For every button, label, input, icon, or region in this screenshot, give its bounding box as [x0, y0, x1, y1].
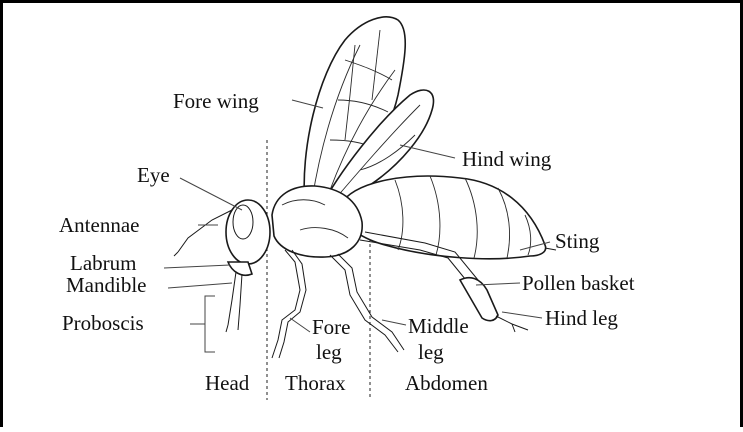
proboscis-shape	[226, 272, 242, 332]
label-head: Head	[205, 371, 250, 395]
label-proboscis: Proboscis	[62, 311, 144, 335]
label-antennae: Antennae	[59, 213, 139, 237]
abdomen-body	[340, 176, 556, 259]
fore-leg-shape	[272, 250, 306, 358]
label-middle-leg-line1: Middle	[408, 314, 469, 338]
labrum-leader	[164, 265, 230, 268]
label-middle-leg-line2: leg	[418, 340, 444, 364]
mandible-leader	[168, 283, 232, 288]
label-fore-leg-line2: leg	[316, 340, 342, 364]
label-thorax: Thorax	[285, 371, 346, 395]
fore-leg-leader	[290, 318, 310, 332]
antenna-shape	[178, 210, 232, 252]
label-sting: Sting	[555, 229, 600, 253]
label-labrum: Labrum	[70, 251, 136, 275]
label-hind-leg: Hind leg	[545, 306, 618, 330]
proboscis-bracket	[205, 296, 215, 352]
hind-leg-leader	[502, 312, 542, 318]
middle-leg-leader	[382, 320, 406, 325]
label-abdomen: Abdomen	[405, 371, 488, 395]
head-body	[226, 200, 270, 275]
label-mandible: Mandible	[66, 273, 146, 297]
eye-leader	[180, 178, 242, 210]
label-hind-wing: Hind wing	[462, 147, 552, 171]
label-eye: Eye	[137, 163, 170, 187]
bee-illustration	[174, 17, 556, 358]
label-fore-wing: Fore wing	[173, 89, 259, 113]
label-fore-leg-line1: Fore	[312, 315, 351, 339]
label-pollen-basket: Pollen basket	[522, 271, 635, 295]
